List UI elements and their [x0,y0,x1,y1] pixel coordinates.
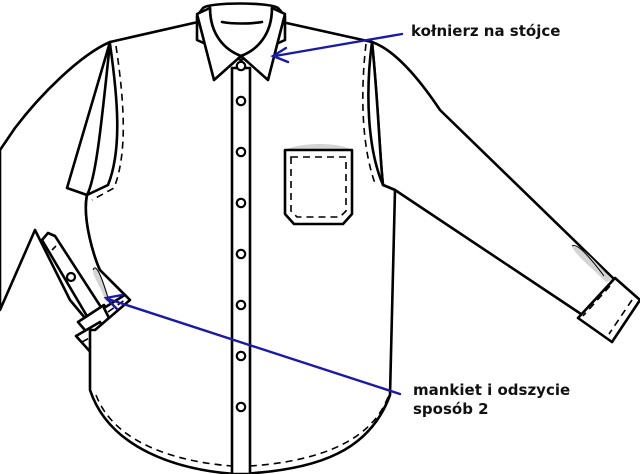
chest-pocket [283,144,354,226]
left-cuff-placket [40,231,110,330]
button [235,350,247,362]
collar-button [235,60,247,72]
callout-arrow-collar [270,32,404,64]
callout-label-cuff: mankiet i odszycie sposób 2 [413,381,570,419]
button [235,95,247,107]
button-placket [230,66,252,474]
right-sleeve [370,40,617,322]
button [235,197,247,209]
button [235,401,247,413]
callout-arrow-cuff [103,293,402,396]
button [235,146,247,158]
callout-label-cuff-line1: mankiet i odszycie [413,381,571,399]
collar [195,2,287,82]
callout-label-cuff-line2: sposób 2 [413,400,489,418]
callout-label-collar: kołnierz na stójce [411,22,561,40]
button [235,299,247,311]
right-cuff [576,276,640,344]
button [235,248,247,260]
